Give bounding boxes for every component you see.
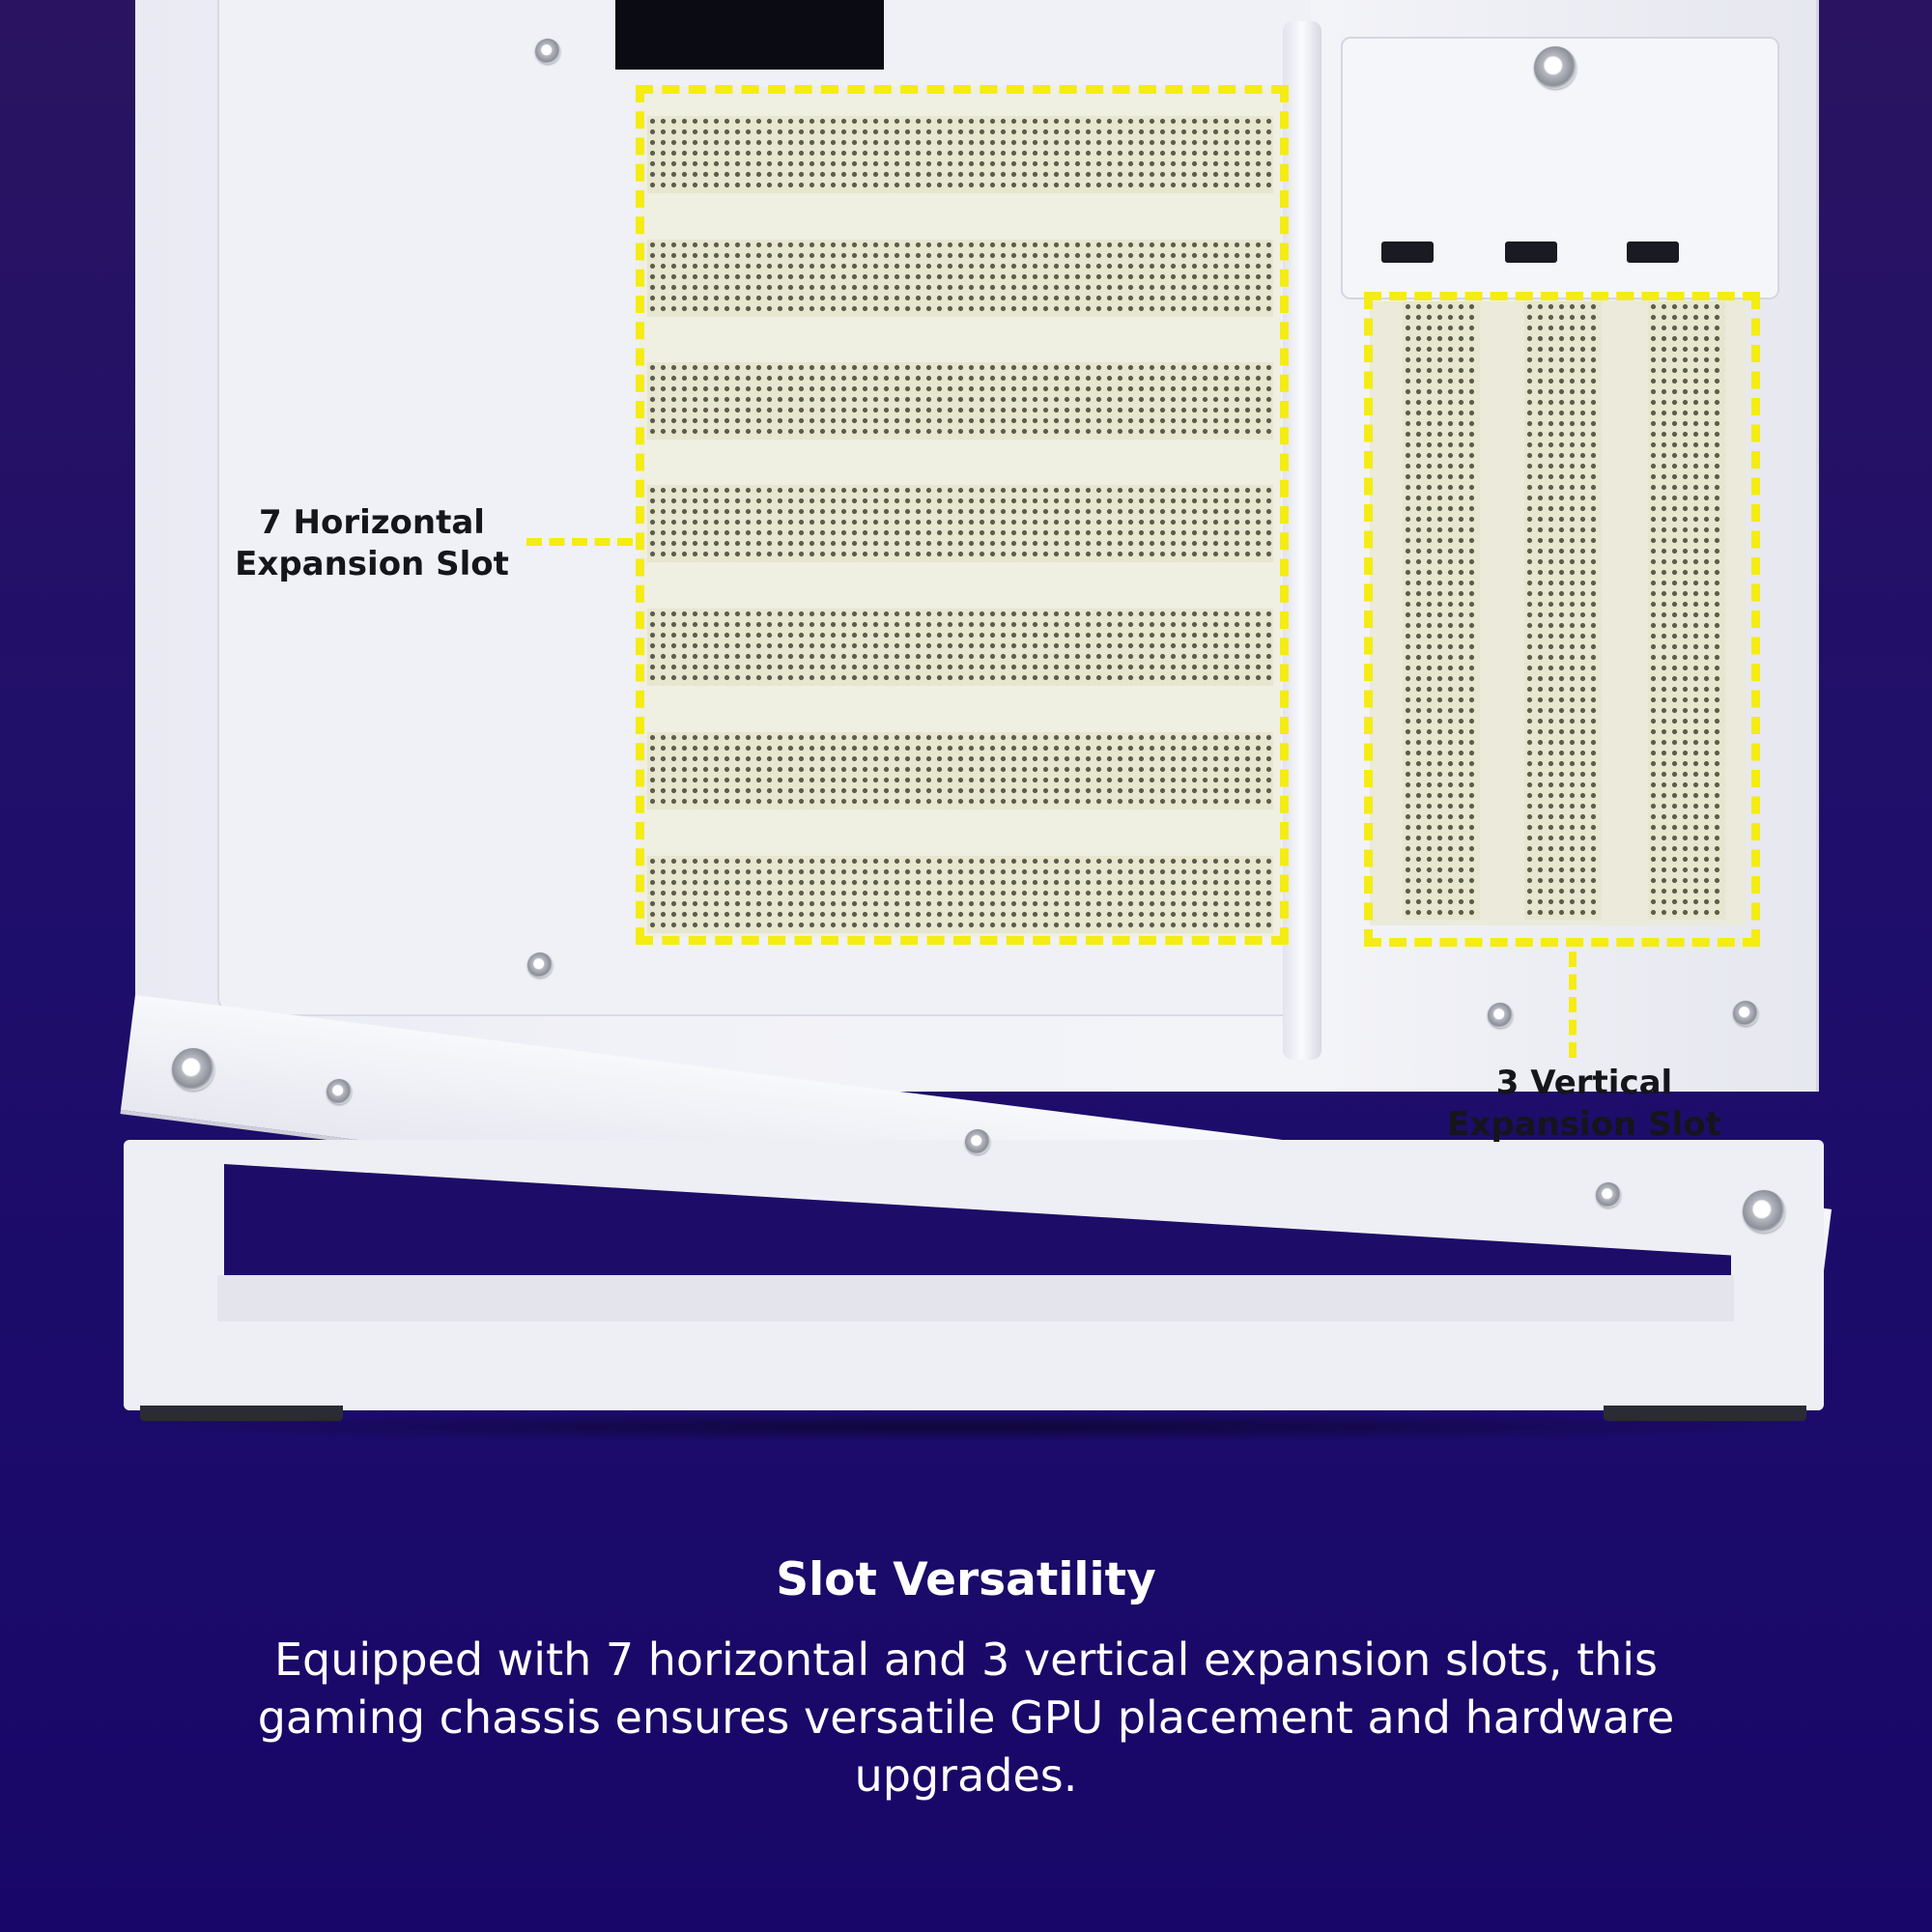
- horizontal-slot-cover: [647, 485, 1273, 562]
- horizontal-slot-cover: [647, 116, 1273, 193]
- bracket-tab: [1505, 242, 1557, 263]
- bracket-tab: [1627, 242, 1679, 263]
- vertical-slot-cover: [1403, 301, 1480, 920]
- horizontal-leader-line: [526, 538, 633, 546]
- vertical-slot-cover: [1648, 301, 1725, 920]
- floor-shadow: [135, 1412, 1816, 1441]
- horizontal-slot-cover: [647, 856, 1273, 933]
- rear-fan-opening: [615, 0, 884, 70]
- horizontal-slot-cover: [647, 609, 1273, 686]
- screw-icon: [327, 1079, 352, 1104]
- screw-icon: [527, 952, 553, 978]
- center-rail: [1283, 21, 1321, 1060]
- screw-icon: [172, 1048, 214, 1091]
- bracket-tab: [1381, 242, 1434, 263]
- vertical-slot-bracket: [1341, 37, 1779, 299]
- horizontal-slot-cover: [647, 732, 1273, 810]
- base-lip: [217, 1275, 1734, 1321]
- rubber-foot: [140, 1406, 343, 1421]
- horizontal-slot-label: 7 Horizontal Expansion Slot: [235, 503, 509, 583]
- thumbscrew-icon: [1534, 46, 1577, 89]
- horizontal-slot-cover: [647, 362, 1273, 440]
- horizontal-slot-panel: [639, 87, 1281, 937]
- caption-title: Slot Versatility: [776, 1553, 1156, 1606]
- screw-icon: [1743, 1190, 1785, 1233]
- screw-icon: [1733, 1001, 1758, 1026]
- vertical-slot-panel: [1370, 301, 1747, 925]
- horizontal-slot-highlight: [636, 85, 1289, 945]
- vertical-slot-label: 3 Vertical Expansion Slot: [1447, 1064, 1721, 1144]
- screw-icon: [965, 1129, 990, 1154]
- vertical-slot-highlight: [1364, 292, 1760, 947]
- screw-icon: [1596, 1182, 1621, 1208]
- product-photo: 7 Horizontal Expansion Slot 3 Vertical E…: [120, 0, 1833, 1441]
- screw-icon: [535, 39, 560, 64]
- rubber-foot: [1604, 1406, 1806, 1421]
- screw-icon: [1488, 1003, 1513, 1028]
- caption-description: Equipped with 7 horizontal and 3 vertica…: [257, 1634, 1675, 1802]
- vertical-leader-line: [1569, 952, 1577, 1058]
- horizontal-slot-cover: [647, 240, 1273, 317]
- vertical-slot-cover: [1524, 301, 1602, 920]
